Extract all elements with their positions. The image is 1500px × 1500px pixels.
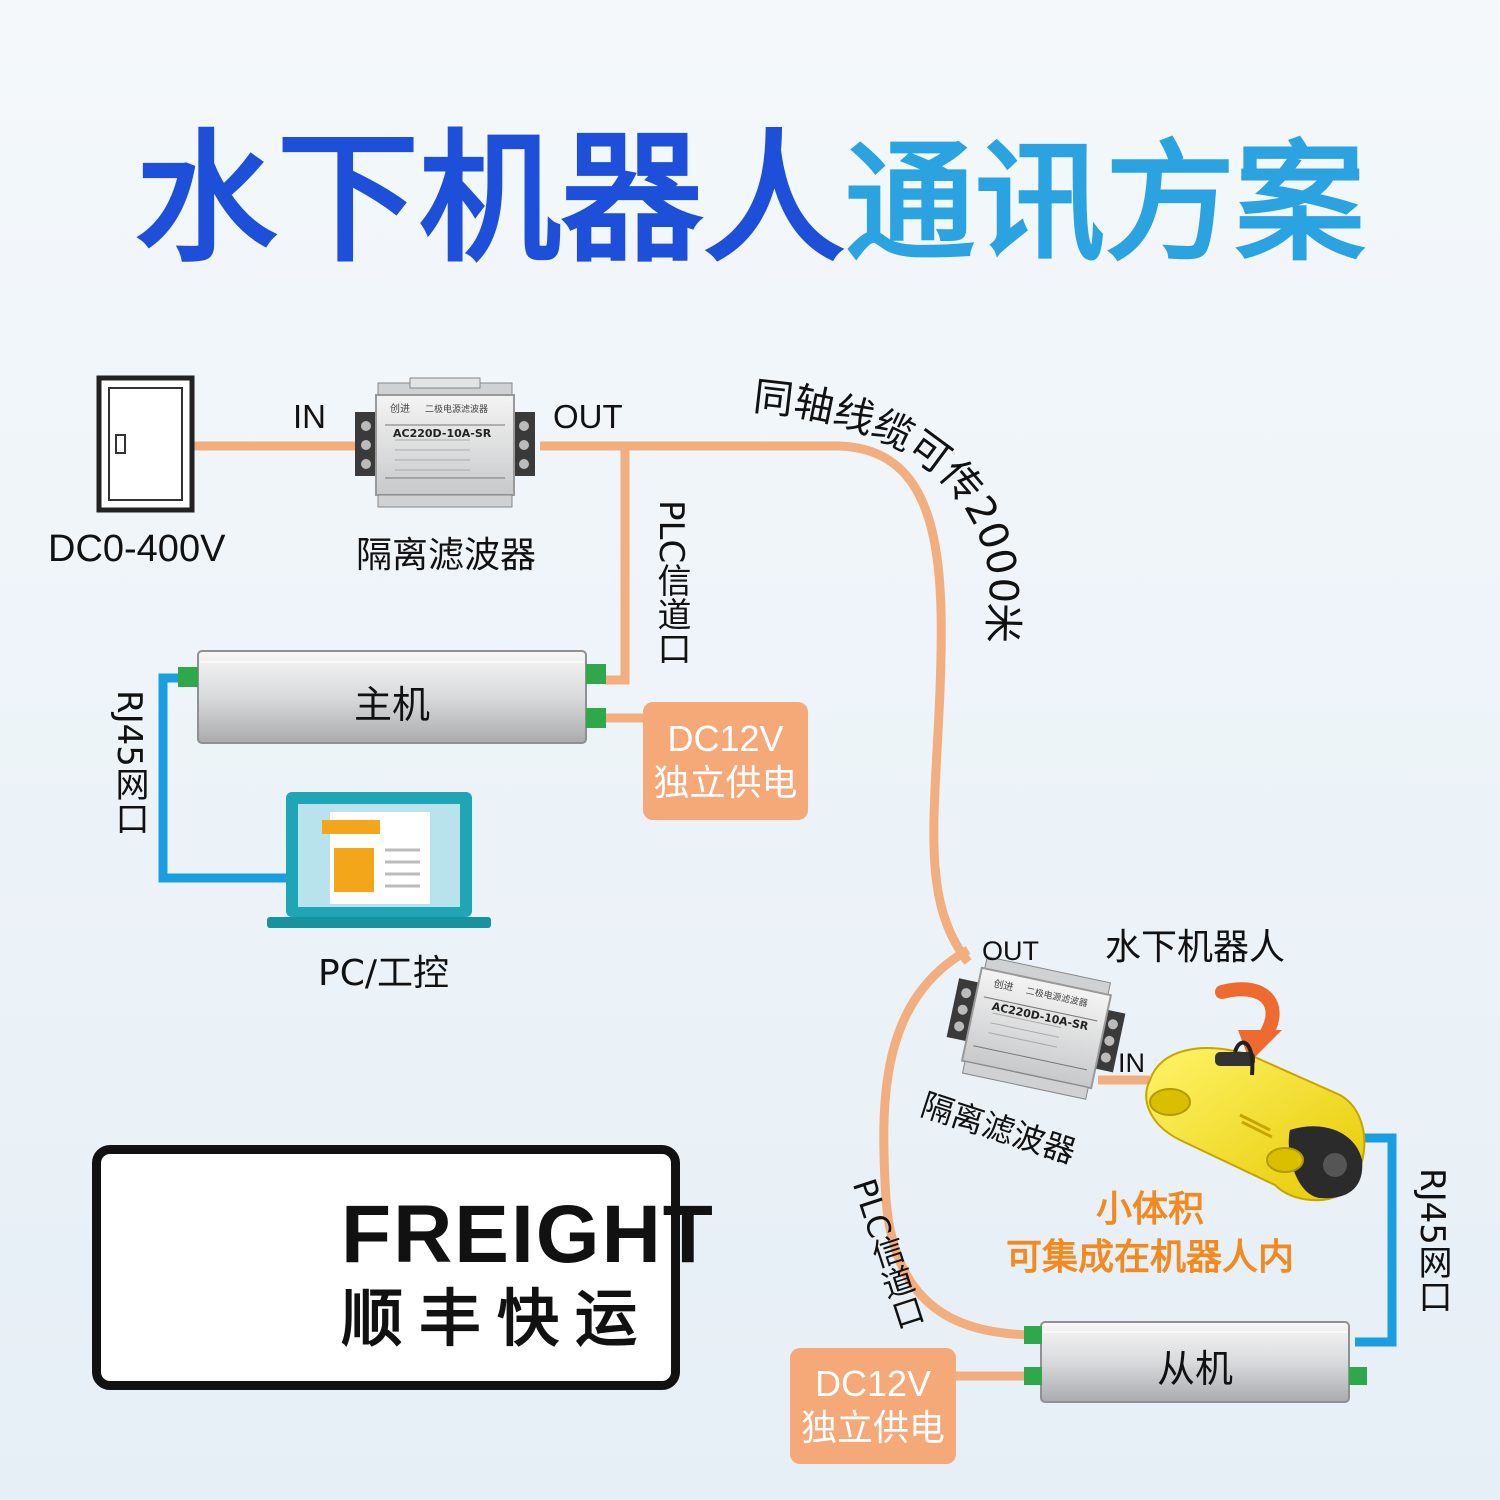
sf-freight-badge: FREIGHT 顺丰快运 [92, 1145, 713, 1390]
filter-model-top: AC220D-10A-SR [393, 427, 492, 440]
isolation-filter-bottom: 创进 二极电源滤波器 AC220D-10A-SR [946, 956, 1126, 1100]
cabinet-icon [96, 375, 195, 513]
dc12-top-line2: 独立供电 [653, 762, 798, 803]
plc-line-top [605, 446, 630, 685]
robot-icon [1145, 1040, 1366, 1202]
filter-label-top: 隔离滤波器 [356, 535, 537, 576]
dc-range-label: DC0-400V [48, 528, 226, 570]
title-part2: 通讯方案 [844, 127, 1365, 279]
dc12-box-bottom: DC12V 独立供电 [790, 1348, 956, 1464]
filter-brand-bottom: 创进 [993, 977, 1015, 994]
filter-brand-top: 创进 [390, 402, 410, 415]
page-title: 水下机器人通讯方案 [0, 105, 1500, 298]
out-label-top: OUT [553, 398, 623, 435]
sf-freight-cn: 顺丰快运 [341, 1282, 654, 1355]
host-label: 主机 [353, 683, 430, 727]
plc-line-bottom [879, 946, 1031, 1340]
isolation-filter-top: 创进 二极电源滤波器 AC220D-10A-SR [355, 377, 535, 508]
sf-freight-word: FREIGHT [341, 1189, 715, 1280]
in-label-top: IN [293, 398, 326, 435]
small-line2: 可集成在机器人内 [1005, 1237, 1294, 1278]
plc-label-top: PLC信道口 [651, 500, 691, 666]
small-line1: 小体积 [1095, 1189, 1204, 1230]
title-part1: 水下机器人 [134, 117, 845, 282]
slave-label: 从机 [1156, 1347, 1233, 1391]
host-bar [178, 650, 606, 744]
small-size-note: 小体积 可集成在机器人内 [990, 1186, 1310, 1282]
out-label-bottom: OUT [982, 936, 1039, 966]
robot-label: 水下机器人 [1105, 927, 1286, 968]
in-label-bottom: IN [1118, 1048, 1145, 1078]
rj45-label-right: RJ45网口 [1412, 1168, 1452, 1313]
dc12-box-top: DC12V 独立供电 [643, 702, 808, 820]
dc12-bottom-line1: DC12V [814, 1363, 932, 1404]
laptop-icon [267, 792, 491, 928]
ethernet-line-left [158, 673, 292, 883]
coax-cable [540, 441, 972, 965]
rj45-label-left: RJ45网口 [109, 690, 149, 835]
pc-label: PC/工控 [318, 953, 449, 994]
filter-subtitle-top: 二极电源滤波器 [425, 403, 488, 415]
dc12-bottom-line2: 独立供电 [800, 1407, 945, 1448]
dc12-top-line1: DC12V [667, 718, 784, 759]
slave-bar [1024, 1321, 1367, 1403]
